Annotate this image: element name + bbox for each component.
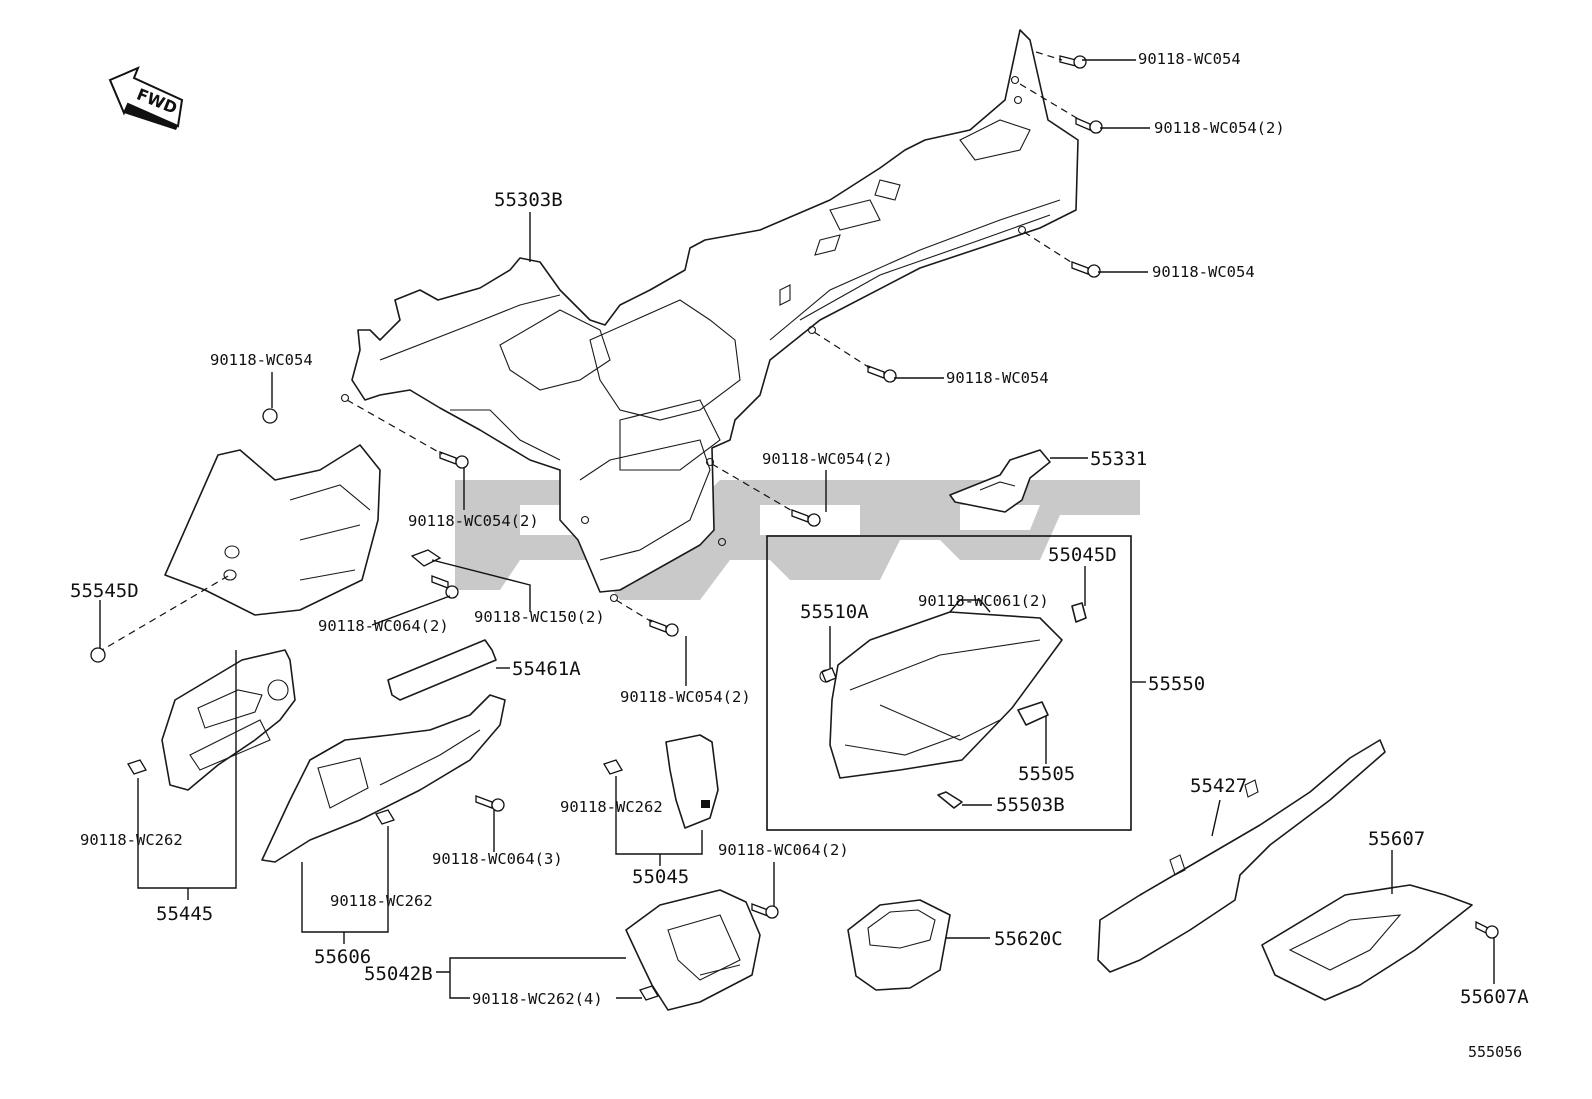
label-55606: 55606	[314, 946, 371, 968]
clip-icon	[410, 549, 442, 567]
label-fastener-wc064-2: 90118-WC064(2)	[318, 617, 449, 635]
label-55545D: 55545D	[70, 580, 139, 602]
label-fastener-center-right: 90118-WC054	[946, 369, 1049, 387]
part-55331-bracket	[949, 449, 1051, 513]
screw-icon	[649, 619, 679, 637]
screw-icon	[431, 575, 459, 599]
label-55505: 55505	[1018, 763, 1075, 785]
label-55427: 55427	[1190, 775, 1247, 797]
part-55606-panel	[261, 694, 506, 863]
instrument-panel-reinforcement	[340, 29, 1079, 603]
label-fastener-wc064-3: 90118-WC064(3)	[432, 850, 563, 868]
left-side-bracket	[164, 444, 381, 616]
label-55045: 55045	[632, 866, 689, 888]
plug-icon	[90, 647, 106, 663]
clip-icon	[375, 809, 395, 825]
part-55445-panel	[161, 649, 296, 791]
label-55510A: 55510A	[800, 601, 869, 623]
label-fastener-wc262-left: 90118-WC262	[80, 831, 183, 849]
screw-icon	[791, 509, 821, 527]
label-fastener-right-mid: 90118-WC054	[1152, 263, 1255, 281]
clip-icon	[639, 985, 659, 1001]
label-fastener-left: 90118-WC054	[210, 351, 313, 369]
label-fastener-wc262-4: 90118-WC262(4)	[472, 990, 603, 1008]
screw-icon	[867, 365, 897, 383]
screw-icon	[439, 451, 469, 469]
label-55445: 55445	[156, 903, 213, 925]
label-55550: 55550	[1148, 673, 1205, 695]
label-fastener-center: 90118-WC054(2)	[762, 450, 893, 468]
watermark-logo	[455, 480, 1140, 600]
glove-box-housing	[819, 602, 1087, 809]
label-55607A: 55607A	[1460, 986, 1529, 1008]
part-55427-strip	[1097, 739, 1386, 973]
label-fastener-top1: 90118-WC054	[1138, 50, 1241, 68]
part-55461A-strip	[387, 639, 497, 701]
label-55461A: 55461A	[512, 658, 581, 680]
screw-icon	[1475, 920, 1499, 939]
part-labels: 55303B 55331 55545D 55461A 55445 55606 5…	[70, 189, 1529, 1008]
screw-icon	[262, 408, 278, 424]
label-fastener-wc150-2: 90118-WC150(2)	[474, 608, 605, 626]
label-55331: 55331	[1090, 448, 1147, 470]
screw-icon	[1059, 55, 1087, 69]
screw-icon	[1075, 117, 1103, 134]
screw-icon	[751, 903, 779, 919]
label-fastener-center-left: 90118-WC054(2)	[408, 512, 539, 530]
part-55045-cover	[665, 734, 719, 829]
label-fastener-wc064-2b: 90118-WC064(2)	[718, 841, 849, 859]
clip-icon	[821, 667, 837, 683]
glove-box-group-frame	[766, 535, 1132, 831]
clip-icon	[127, 759, 147, 775]
part-55607-tray	[1261, 884, 1473, 1001]
dashed-attachment-lines	[101, 51, 1081, 651]
label-fastener-wc262-55045: 90118-WC262	[560, 798, 663, 816]
screw-icon	[475, 795, 505, 812]
label-55503B: 55503B	[996, 794, 1065, 816]
part-55620C-cup-holder	[847, 899, 951, 991]
label-fastener-top2: 90118-WC054(2)	[1154, 119, 1285, 137]
leader-lines	[99, 59, 1495, 999]
fastener-labels: 90118-WC054 90118-WC054(2) 90118-WC054 9…	[80, 50, 1285, 1008]
label-fastener-wc262-mid: 90118-WC262	[330, 892, 433, 910]
clip-icon	[603, 759, 623, 775]
part-55042B-vent	[625, 889, 761, 1011]
fastener-icons	[90, 55, 1499, 1001]
screw-icon	[1071, 261, 1101, 278]
label-fastener-lower-center: 90118-WC054(2)	[620, 688, 751, 706]
label-55045D: 55045D	[1048, 544, 1117, 566]
fwd-arrow-icon: FWD	[108, 66, 184, 130]
diagram-code: 555056	[1468, 1043, 1522, 1061]
label-55607: 55607	[1368, 828, 1425, 850]
label-55303B: 55303B	[494, 189, 563, 211]
label-55620C: 55620C	[994, 928, 1063, 950]
label-55042B: 55042B	[364, 963, 433, 985]
label-fastener-wc061-2: 90118-WC061(2)	[918, 592, 1049, 610]
